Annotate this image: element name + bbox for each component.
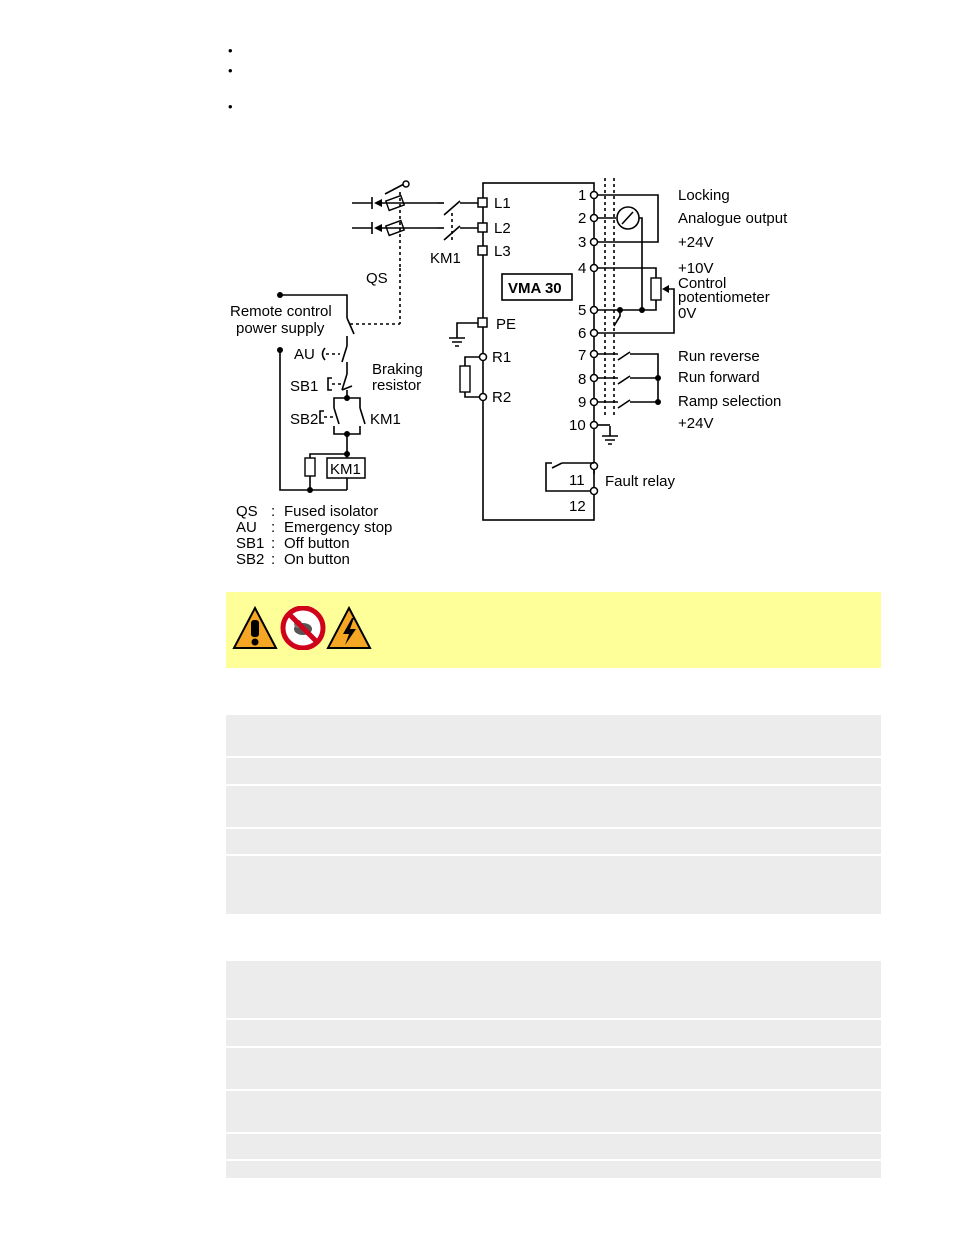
- braking-line2: resistor: [372, 377, 421, 394]
- svg-text:4: 4: [578, 260, 586, 277]
- braking-line1: Braking: [372, 361, 423, 378]
- svg-text:3: 3: [578, 234, 586, 251]
- svg-text:6: 6: [578, 325, 586, 342]
- table-row: [226, 856, 881, 914]
- table-row: [226, 786, 881, 829]
- svg-text:Off button: Off button: [284, 535, 350, 552]
- label-sb1: SB1: [290, 378, 318, 395]
- svg-text:5: 5: [578, 302, 586, 319]
- supply-fuses: [352, 180, 437, 268]
- svg-text:Ramp selection: Ramp selection: [678, 393, 781, 410]
- label-l2: L2: [494, 220, 511, 237]
- legend: QS : Fused isolator AU : Emergency stop …: [236, 503, 392, 568]
- label-km1-main: KM1: [430, 250, 461, 267]
- svg-text:9: 9: [578, 394, 586, 411]
- label-pe: PE: [496, 316, 516, 333]
- terminal-numbers: 1 2 3 4 5 6 7 8 9 10 11 12: [569, 187, 586, 515]
- svg-text:Fused isolator: Fused isolator: [284, 503, 378, 520]
- remote-control-line1: Remote control: [230, 303, 332, 320]
- table-row: [226, 829, 881, 856]
- no-hands-icon: [280, 606, 326, 650]
- table-row: [226, 961, 881, 1020]
- label-km1-contact: KM1: [370, 411, 401, 428]
- svg-text:0V: 0V: [678, 305, 696, 322]
- label-au: AU: [294, 346, 315, 363]
- svg-text:2: 2: [578, 210, 586, 227]
- wiring-diagram: L1 L2 L3 KM1 QS VMA 30 PE R1 R2 Remote c…: [230, 178, 788, 568]
- svg-text:+10V: +10V: [678, 260, 713, 277]
- warning-exclamation-icon: [232, 606, 278, 649]
- svg-text:Run forward: Run forward: [678, 369, 760, 386]
- label-r1: R1: [492, 349, 511, 366]
- svg-text::: :: [271, 551, 275, 568]
- svg-text:Locking: Locking: [678, 187, 730, 204]
- bullet-1: •: [228, 43, 233, 58]
- svg-text:SB2: SB2: [236, 551, 264, 568]
- svg-text::: :: [271, 519, 275, 536]
- svg-text:On button: On button: [284, 551, 350, 568]
- label-l3: L3: [494, 243, 511, 260]
- svg-text::: :: [271, 503, 275, 520]
- svg-text::: :: [271, 535, 275, 552]
- svg-text:Control: Control: [678, 275, 726, 292]
- table-row: [226, 1161, 881, 1178]
- bullet-3: •: [228, 99, 233, 114]
- svg-text:12: 12: [569, 498, 586, 515]
- svg-text:7: 7: [578, 347, 586, 364]
- svg-text:+24V: +24V: [678, 234, 713, 251]
- remote-control-line2: power supply: [236, 320, 325, 337]
- label-sb2: SB2: [290, 411, 318, 428]
- label-qs: QS: [366, 270, 388, 287]
- svg-text:QS: QS: [236, 503, 258, 520]
- table-row: [226, 1020, 881, 1048]
- svg-text:Run reverse: Run reverse: [678, 348, 760, 365]
- km1-main-contacts: [437, 200, 480, 242]
- table-row: [226, 1091, 881, 1134]
- label-km1-coil: KM1: [330, 461, 361, 478]
- warning-banner: [226, 592, 881, 668]
- bullet-2: •: [228, 63, 233, 78]
- label-r2: R2: [492, 389, 511, 406]
- table-row: [226, 715, 881, 758]
- table-2: [226, 961, 881, 1178]
- label-l1: L1: [494, 195, 511, 212]
- svg-text:+24V: +24V: [678, 415, 713, 432]
- svg-text:AU: AU: [236, 519, 257, 536]
- model-label: VMA 30: [508, 280, 562, 297]
- svg-text:SB1: SB1: [236, 535, 264, 552]
- svg-text:10: 10: [569, 417, 586, 434]
- svg-text:Emergency stop: Emergency stop: [284, 519, 392, 536]
- table-row: [226, 758, 881, 786]
- svg-text:8: 8: [578, 371, 586, 388]
- table-row: [226, 1048, 881, 1091]
- svg-text:11: 11: [569, 472, 585, 489]
- table-row: [226, 1134, 881, 1161]
- high-voltage-icon: [326, 606, 372, 649]
- function-labels: Locking Analogue output +24V +10V Contro…: [605, 187, 788, 490]
- svg-text:1: 1: [578, 187, 586, 204]
- terminal-circles: [589, 190, 599, 496]
- svg-text:potentiometer: potentiometer: [678, 289, 770, 306]
- svg-text:Analogue output: Analogue output: [678, 210, 788, 227]
- svg-text:Fault relay: Fault relay: [605, 473, 676, 490]
- table-1: [226, 715, 881, 914]
